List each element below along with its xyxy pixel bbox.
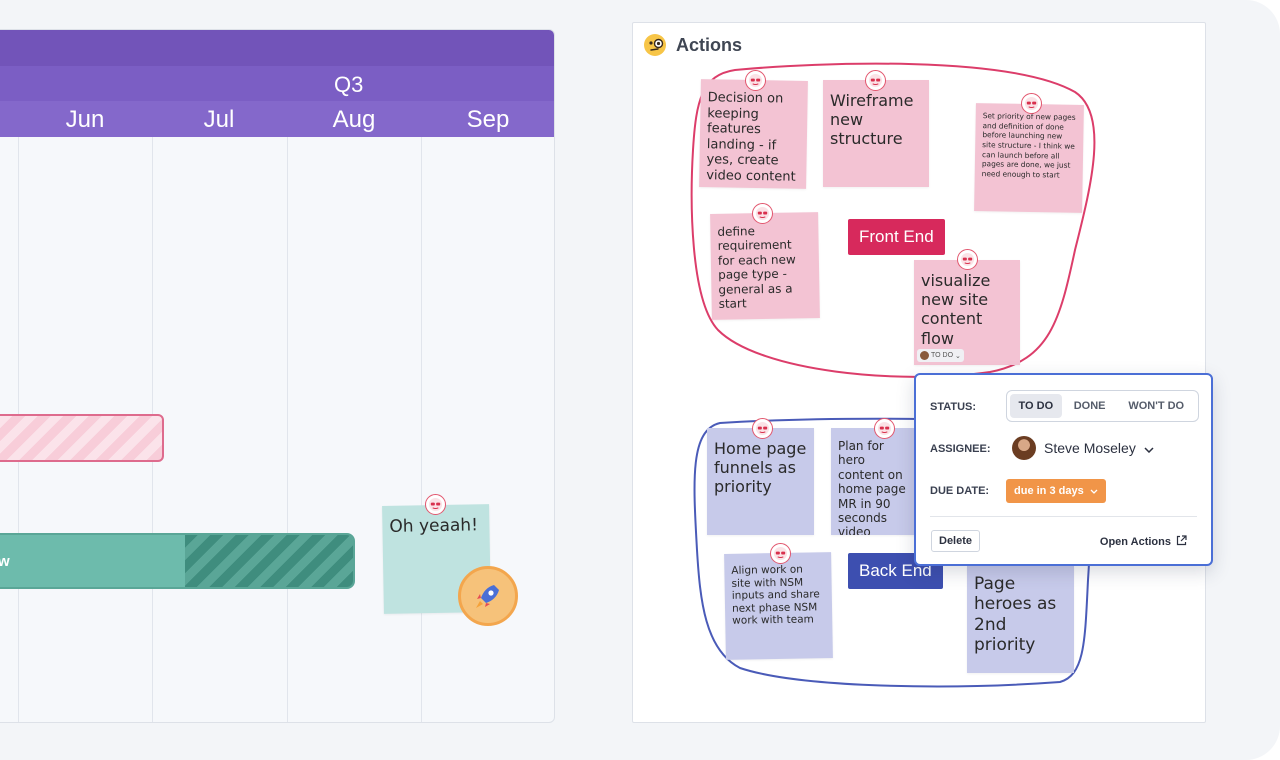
- chevron-down-icon: [1090, 485, 1098, 497]
- sticky-note[interactable]: Decision on keeping features landing - i…: [699, 79, 808, 189]
- status-option-done[interactable]: DONE: [1073, 400, 1106, 412]
- month-label: Jun: [65, 106, 105, 133]
- timeline-view: Q3 Jun Jul Aug Sep w: [0, 29, 555, 723]
- avatar-badge-icon: [874, 418, 895, 439]
- sticky-note[interactable]: Page heroes as 2nd priority: [967, 566, 1074, 673]
- sticky-note[interactable]: visualize new site content flow: [914, 260, 1020, 365]
- status-option-todo[interactable]: TO DO: [1010, 394, 1062, 418]
- sticky-note[interactable]: Set priority of new pages and definition…: [974, 103, 1084, 213]
- sticky-note[interactable]: Home page funnels as priority: [707, 428, 814, 535]
- sticky-note[interactable]: Align work on site with NSM inputs and s…: [724, 552, 833, 660]
- action-details-popover: STATUS: TO DO DONE WON'T DO ASSIGNEE: St…: [914, 373, 1213, 566]
- timeline-quarter-row: Q3: [0, 66, 554, 101]
- status-segmented-control: TO DO DONE WON'T DO: [1006, 390, 1199, 422]
- todo-status-chip[interactable]: TO DO ⌄: [917, 349, 964, 362]
- rocket-icon[interactable]: [458, 566, 518, 626]
- sticky-text: Decision on keeping features landing - i…: [706, 90, 796, 185]
- divider: [930, 516, 1197, 517]
- due-date-value: due in 3 days: [1014, 485, 1084, 497]
- status-label: STATUS:: [930, 401, 977, 413]
- avatar-badge-icon: [425, 494, 446, 515]
- sticky-text: Oh yeaah!: [389, 515, 479, 537]
- external-link-icon: [1176, 535, 1187, 549]
- month-label: Aug: [332, 106, 376, 133]
- panel-title: Actions: [676, 35, 743, 55]
- due-date-button[interactable]: due in 3 days: [1006, 479, 1106, 503]
- chevron-down-icon: [1144, 440, 1154, 456]
- grid-line: [421, 137, 422, 722]
- sticky-text: Align work on site with NSM inputs and s…: [731, 563, 820, 628]
- sticky-text: Home page funnels as priority: [714, 439, 807, 497]
- assignee-label: ASSIGNEE:: [930, 443, 991, 455]
- todo-chip-label: TO DO: [931, 352, 954, 359]
- sticky-text: define requirement for each new page typ…: [717, 224, 796, 311]
- avatar-badge-icon: [1021, 93, 1042, 114]
- assignee-name: Steve Moseley: [1044, 440, 1136, 456]
- month-label: Sep: [466, 106, 510, 133]
- teal-bar-label: w: [0, 553, 10, 570]
- quarter-label: Q3: [334, 72, 364, 97]
- month-label: Jul: [203, 106, 235, 133]
- timeline-bar-pink[interactable]: [0, 414, 164, 462]
- sticky-note[interactable]: define requirement for each new page typ…: [710, 212, 820, 320]
- teal-bar-hatch: [185, 535, 353, 587]
- avatar: [1012, 436, 1036, 460]
- monocle-face-icon: [643, 33, 667, 57]
- sticky-text: Plan for hero content on home page MR in…: [838, 439, 906, 535]
- delete-button[interactable]: Delete: [931, 530, 981, 552]
- avatar-badge-icon: [752, 418, 773, 439]
- sticky-text: Page heroes as 2nd priority: [974, 574, 1057, 656]
- sticky-text: visualize new site content flow: [921, 271, 991, 348]
- open-actions-label: Open Actions: [1099, 536, 1171, 548]
- avatar-badge-icon: [745, 70, 766, 91]
- front-end-tag[interactable]: Front End: [848, 219, 945, 255]
- assignee-select[interactable]: Steve Moseley: [1012, 436, 1154, 460]
- due-date-label: DUE DATE:: [930, 485, 990, 497]
- timeline-months-row: Jun Jul Aug Sep: [0, 101, 554, 137]
- chevron-down-icon: ⌄: [955, 352, 961, 360]
- timeline-header-bar: [0, 30, 554, 66]
- sticky-text: Wireframe new structure: [830, 91, 914, 149]
- sticky-note[interactable]: Plan for hero content on home page MR in…: [831, 428, 921, 535]
- sticky-text: Set priority of new pages and definition…: [981, 111, 1076, 180]
- avatar-badge-icon: [957, 249, 978, 270]
- sticky-note[interactable]: Wireframe new structure: [823, 80, 929, 187]
- avatar: [920, 351, 929, 360]
- avatar-badge-icon: [865, 70, 886, 91]
- avatar-badge-icon: [770, 543, 791, 564]
- timeline-bar-teal[interactable]: w: [0, 533, 355, 589]
- avatar-badge-icon: [752, 203, 773, 224]
- status-option-wont-do[interactable]: WON'T DO: [1128, 400, 1185, 412]
- open-actions-link[interactable]: Open Actions: [1100, 535, 1187, 549]
- grid-line: [287, 137, 288, 722]
